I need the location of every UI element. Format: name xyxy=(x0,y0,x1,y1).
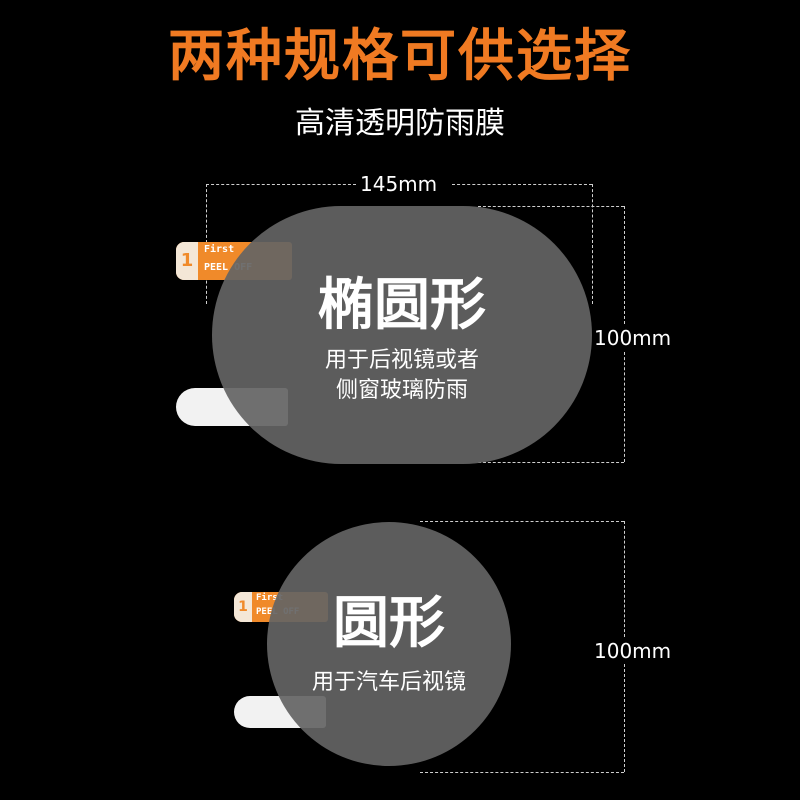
oval-height-line-upper xyxy=(624,206,625,324)
oval-film-name: 椭圆形 xyxy=(318,273,486,338)
round-film-desc: 用于汽车后视镜 xyxy=(311,670,466,695)
oval-desc-line2: 侧窗玻璃防雨 xyxy=(335,378,468,403)
tab-number: 1 xyxy=(234,592,252,622)
oval-width-tick-right xyxy=(592,184,593,304)
oval-desc-line1: 用于后视镜或者 xyxy=(324,348,479,373)
round-height-line-bottom xyxy=(420,772,624,773)
tab-peel-text: PEEL OFF xyxy=(204,262,253,273)
oval-height-line-top xyxy=(478,206,624,207)
oval-film xyxy=(212,206,592,464)
round-film-name: 圆形 xyxy=(333,591,445,656)
oval-width-line-left xyxy=(206,184,356,185)
oval-width-label: 145mm xyxy=(356,172,442,196)
oval-film-desc: 用于后视镜或者 侧窗玻璃防雨 xyxy=(212,346,592,406)
round-height-line-upper xyxy=(624,521,625,637)
round-height-label: 100mm xyxy=(590,639,676,663)
round-film xyxy=(267,522,511,766)
tab-number: 1 xyxy=(176,242,198,280)
oval-height-label: 100mm xyxy=(590,326,676,350)
tab-first-text: First xyxy=(256,593,284,603)
oval-height-line-lower xyxy=(624,352,625,462)
tab-first-text: First xyxy=(204,244,235,255)
sub-title: 高清透明防雨膜 xyxy=(295,106,505,141)
round-height-line-lower xyxy=(624,664,625,772)
oval-height-line-bottom xyxy=(478,462,624,463)
round-height-line-top xyxy=(420,521,624,522)
oval-width-line-right xyxy=(452,184,592,185)
main-title: 两种规格可供选择 xyxy=(168,24,632,89)
